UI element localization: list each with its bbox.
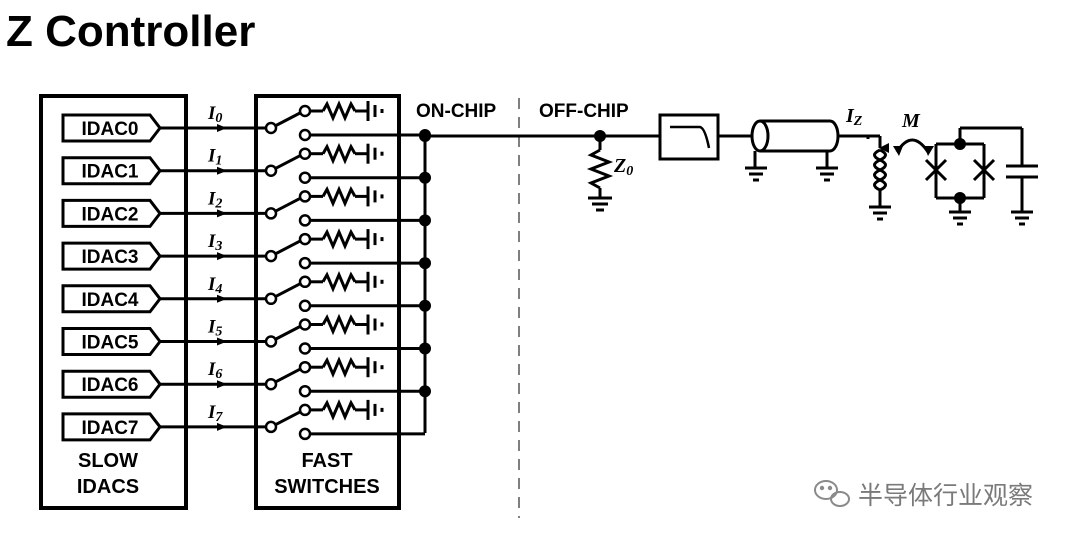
page-title: Z Controller bbox=[6, 7, 256, 56]
idac-box bbox=[61, 369, 162, 399]
switch-lever bbox=[274, 111, 301, 128]
current-label: I5 bbox=[207, 317, 222, 340]
idac-row: IDAC3 I3 bbox=[61, 228, 431, 271]
coax-cable-icon bbox=[745, 119, 868, 182]
idac-row: IDAC4 I4 bbox=[61, 270, 431, 314]
switch-lever bbox=[274, 367, 301, 384]
current-label: I2 bbox=[207, 188, 222, 211]
idac-box bbox=[61, 412, 162, 442]
idac-label: IDAC7 bbox=[81, 418, 138, 439]
resistor-icon bbox=[321, 270, 357, 293]
idac-label: IDAC3 bbox=[81, 247, 138, 268]
switch-terminal bbox=[264, 292, 278, 306]
idac-row: IDAC6 I6 bbox=[61, 356, 431, 399]
iz-label: IZ bbox=[845, 105, 863, 129]
low-pass-filter bbox=[658, 113, 720, 161]
idac-row: IDAC1 I1 bbox=[61, 142, 431, 186]
switch-lever bbox=[274, 410, 301, 427]
current-label: I7 bbox=[207, 402, 223, 425]
slow-label-line1: SLOW bbox=[78, 450, 138, 472]
squid-top-node bbox=[954, 138, 966, 150]
resistor-icon bbox=[321, 313, 357, 336]
switch-terminal bbox=[264, 164, 278, 177]
squid-bottom-node bbox=[954, 192, 966, 204]
slow-idacs-box bbox=[39, 94, 188, 510]
idac-box bbox=[61, 284, 162, 314]
switch-lever bbox=[274, 197, 301, 213]
resistor-icon bbox=[321, 399, 357, 421]
resistor-icon bbox=[321, 100, 357, 122]
idac-box bbox=[61, 327, 162, 356]
idac-label: IDAC5 bbox=[81, 333, 138, 354]
switch-terminal bbox=[264, 335, 278, 348]
idac-row: IDAC2 I2 bbox=[61, 185, 431, 228]
m-label: M bbox=[901, 110, 921, 132]
switch-terminal bbox=[264, 207, 278, 220]
idac-label: IDAC0 bbox=[81, 119, 138, 140]
switch-terminal bbox=[264, 420, 278, 434]
wechat-logo-icon bbox=[814, 480, 850, 507]
idac-label: IDAC1 bbox=[81, 162, 138, 183]
watermark: 半导体行业观察 bbox=[814, 480, 1033, 510]
idac-row: IDAC7 I7 bbox=[61, 399, 425, 442]
on-chip-label: ON-CHIP bbox=[416, 101, 497, 122]
idac-box bbox=[61, 113, 162, 143]
switch-lever bbox=[274, 325, 301, 341]
switch-lever bbox=[274, 282, 301, 299]
current-label: I0 bbox=[207, 103, 222, 126]
fast-label-line1: FAST bbox=[301, 450, 352, 472]
idac-box bbox=[61, 241, 162, 271]
switch-terminal bbox=[264, 377, 278, 391]
filter-symbol-icon bbox=[670, 125, 711, 149]
resistor-icon bbox=[321, 228, 357, 250]
current-label: I3 bbox=[207, 231, 222, 254]
idac-box bbox=[61, 198, 162, 228]
idac-label: IDAC6 bbox=[81, 375, 138, 396]
current-label: I1 bbox=[207, 146, 222, 169]
idac-label: IDAC2 bbox=[81, 204, 138, 225]
z0-resistor bbox=[586, 136, 614, 212]
fast-label-line2: SWITCHES bbox=[274, 476, 380, 498]
z0-label: Z0 bbox=[613, 155, 633, 179]
switch-terminal bbox=[264, 249, 278, 263]
resistor-icon bbox=[321, 356, 357, 379]
idac-row: IDAC5 I5 bbox=[61, 313, 431, 356]
idac-box bbox=[61, 156, 162, 186]
resistor-icon bbox=[321, 142, 357, 165]
idac-label: IDAC4 bbox=[81, 290, 138, 311]
off-chip-label: OFF-CHIP bbox=[539, 101, 629, 122]
squid-loop-icon bbox=[924, 126, 1038, 226]
switch-lever bbox=[274, 239, 301, 256]
fast-switches-box bbox=[254, 94, 401, 510]
resistor-icon bbox=[321, 185, 357, 208]
switch-lever bbox=[274, 154, 301, 171]
switch-terminal bbox=[264, 121, 278, 135]
current-label: I4 bbox=[207, 274, 222, 297]
watermark-text: 半导体行业观察 bbox=[858, 481, 1033, 510]
current-label: I6 bbox=[207, 359, 222, 382]
idac-row: IDAC0 I0 bbox=[61, 100, 431, 143]
flux-inductor-icon bbox=[869, 148, 891, 221]
slow-label-line2: IDACS bbox=[77, 476, 139, 498]
